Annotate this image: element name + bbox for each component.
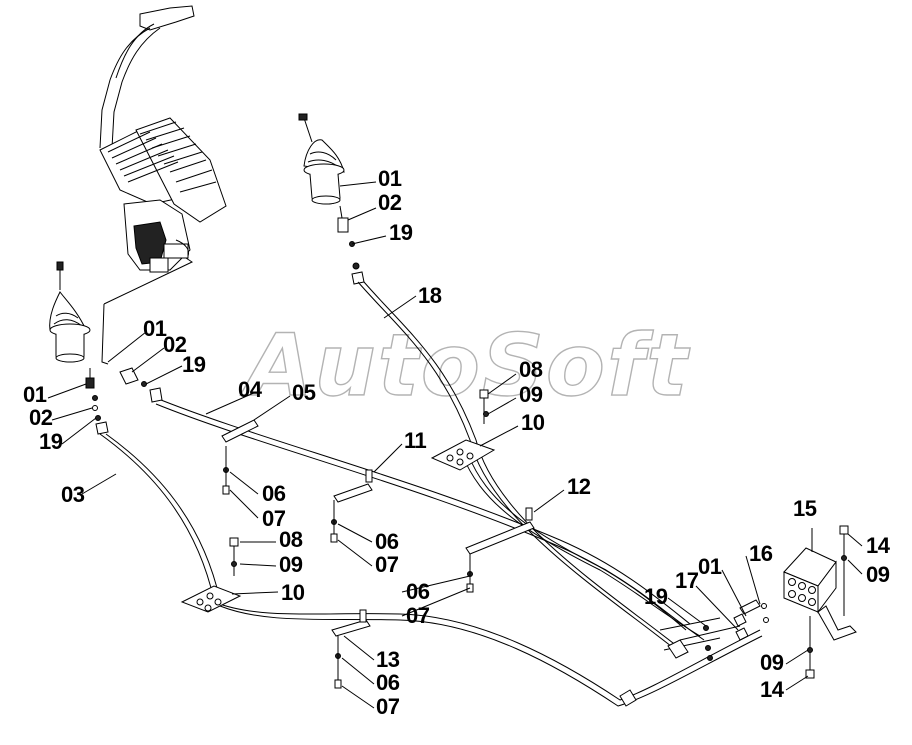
callout-c-01-b: 01	[143, 316, 167, 341]
bracket-12	[465, 507, 535, 555]
pedal-assembly	[99, 5, 227, 365]
callout-c-09-c: 09	[279, 552, 303, 577]
callout-c-01-c: 01	[23, 382, 47, 407]
callout-c-02-a: 02	[378, 190, 402, 215]
clamp-10-lower	[180, 537, 242, 613]
callout-c-08-a: 08	[519, 357, 543, 382]
callout-c-17: 17	[675, 568, 699, 593]
callout-c-19-d: 19	[644, 584, 668, 609]
callout-c-07-c: 07	[406, 603, 430, 628]
bracket-05	[221, 419, 259, 443]
callout-c-19-b: 19	[182, 352, 206, 377]
clamp-10-upper	[430, 389, 496, 471]
callout-c-06-c: 06	[406, 579, 430, 604]
watermark: AutoSoft	[240, 316, 690, 416]
callout-c-04: 04	[238, 377, 263, 402]
callout-c-02-b: 02	[163, 332, 187, 357]
callout-c-07-a: 07	[262, 506, 286, 531]
callout-c-06-d: 06	[376, 670, 400, 695]
callout-c-11: 11	[404, 428, 427, 453]
callout-c-06-a: 06	[262, 481, 286, 506]
callout-c-07-b: 07	[375, 552, 399, 577]
callout-c-13: 13	[376, 647, 400, 672]
callout-c-10-b: 10	[281, 580, 305, 605]
callout-c-09-a: 09	[519, 382, 543, 407]
bracket-11	[333, 469, 373, 503]
joystick-left	[49, 261, 109, 435]
callout-c-10-a: 10	[521, 410, 545, 435]
callout-c-03: 03	[61, 482, 85, 507]
bracket-13	[331, 609, 371, 637]
callout-c-07-d: 07	[376, 694, 400, 719]
callout-c-05: 05	[292, 380, 316, 405]
valve-block-15	[783, 525, 857, 679]
fittings-upper-left	[119, 367, 163, 403]
callout-c-02-c: 02	[29, 405, 53, 430]
leader-lines	[47, 181, 863, 709]
callout-c-01-d: 01	[698, 554, 722, 579]
callout-c-19-a: 19	[389, 220, 413, 245]
callout-c-16: 16	[749, 541, 773, 566]
callout-c-06-b: 06	[375, 529, 399, 554]
hose-13	[213, 601, 763, 707]
hose-03	[99, 433, 221, 601]
callout-c-14-a: 14	[866, 533, 891, 558]
callout-c-12: 12	[567, 474, 591, 499]
joystick-right	[298, 113, 365, 285]
hose-center	[461, 453, 705, 641]
callout-c-18: 18	[418, 283, 442, 308]
callout-c-19-c: 19	[39, 429, 63, 454]
callout-c-14-b: 14	[760, 677, 785, 702]
callout-c-08-b: 08	[279, 527, 303, 552]
callout-c-01-a: 01	[378, 166, 402, 191]
callout-c-09-d: 09	[760, 650, 784, 675]
callout-c-09-b: 09	[866, 562, 890, 587]
fittings-16-17	[619, 599, 769, 707]
fasteners-06-07	[222, 446, 474, 689]
callout-c-15: 15	[793, 496, 817, 521]
